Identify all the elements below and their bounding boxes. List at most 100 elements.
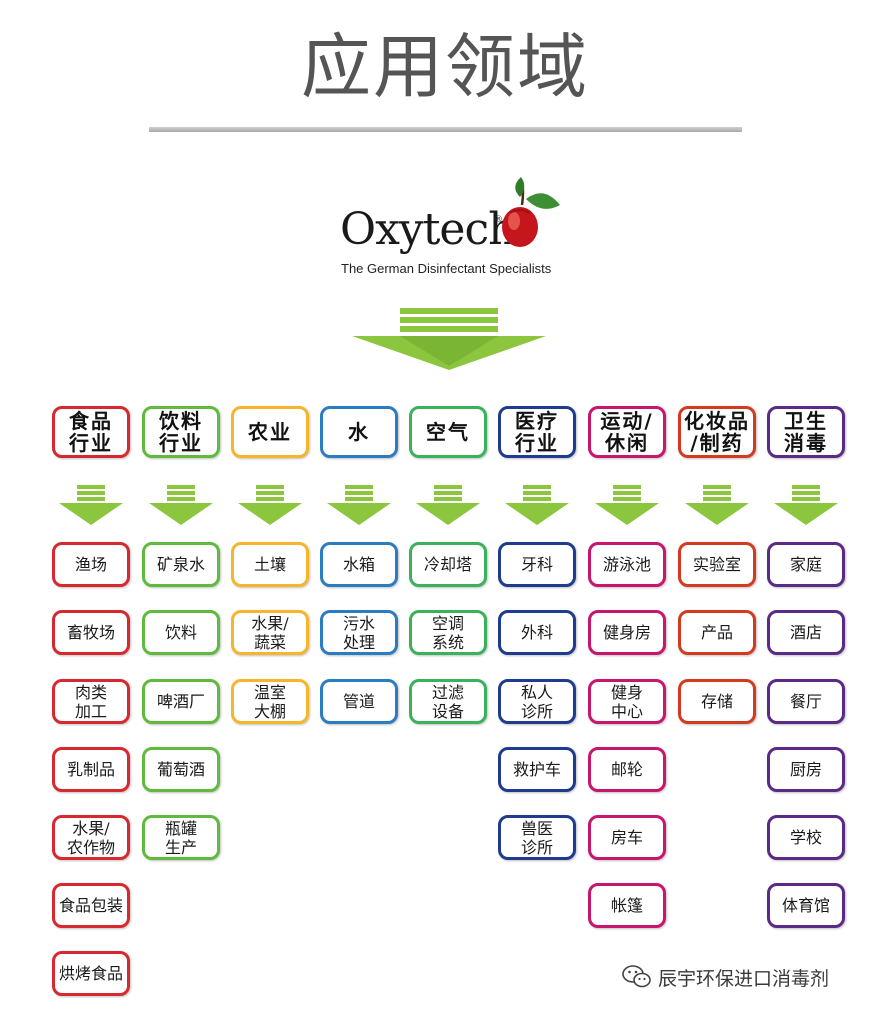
category-header-label: 空气 [426,420,470,444]
application-item: 学校 [767,815,845,860]
application-item: 矿泉水 [142,542,220,587]
application-item-label: 肉类 加工 [74,682,107,721]
application-item: 帐篷 [588,883,666,928]
application-item-label: 温室 大棚 [253,682,286,721]
application-item: 私人 诊所 [498,679,576,724]
down-arrow-icon [238,485,302,525]
application-item: 房车 [588,815,666,860]
application-item: 乳制品 [52,747,130,792]
category-header-label: 医疗 行业 [515,409,559,455]
application-item-label: 畜牧场 [66,623,115,642]
category-header: 水 [320,406,398,458]
category-header-label: 饮料 行业 [159,409,203,455]
application-item: 厨房 [767,747,845,792]
application-item-label: 存储 [700,692,733,711]
application-item-label: 学校 [789,828,822,847]
application-item-label: 家庭 [789,555,822,574]
application-item-label: 烘烤食品 [58,964,123,983]
application-item: 邮轮 [588,747,666,792]
category-header: 饮料 行业 [142,406,220,458]
application-item: 外科 [498,610,576,655]
application-item-label: 厨房 [789,760,822,779]
application-item-label: 产品 [700,623,733,642]
logo-wordmark: Oxytech [340,204,516,255]
page-title: 应用领域 [301,26,589,108]
application-item-label: 水果/ 农作物 [66,818,115,857]
big-down-arrow-icon [352,308,546,370]
application-item: 水果/ 蔬菜 [231,610,309,655]
down-arrow-icon [505,485,569,525]
category-header-label: 水 [348,420,370,444]
category-header: 化妆品 /制药 [678,406,756,458]
category-header-label: 运动/ 休闲 [600,409,654,455]
application-item: 畜牧场 [52,610,130,655]
application-item-label: 土壤 [253,555,286,574]
application-item: 空调 系统 [409,610,487,655]
application-item-label: 牙科 [520,555,553,574]
application-item-label: 渔场 [74,555,107,574]
down-arrow-icon [149,485,213,525]
application-item: 烘烤食品 [52,951,130,996]
application-item: 存储 [678,679,756,724]
application-item: 葡萄酒 [142,747,220,792]
application-item: 冷却塔 [409,542,487,587]
logo-tagline: The German Disinfectant Specialists [341,261,552,276]
category-header: 卫生 消毒 [767,406,845,458]
application-item-label: 冷却塔 [423,555,472,574]
application-item-label: 啤酒厂 [156,692,205,711]
application-item: 肉类 加工 [52,679,130,724]
watermark: 辰宇环保进口消毒剂 [622,962,829,992]
application-item-label: 体育馆 [781,896,830,915]
down-arrow-icon [327,485,391,525]
application-item-label: 外科 [520,623,553,642]
category-header: 食品 行业 [52,406,130,458]
category-header-label: 化妆品 /制药 [684,409,750,455]
application-item-label: 管道 [342,692,375,711]
application-item-label: 救护车 [512,760,561,779]
title-divider [149,127,742,132]
application-item: 管道 [320,679,398,724]
category-header-label: 食品 行业 [69,409,113,455]
application-item-label: 健身 中心 [610,682,643,721]
application-item: 过滤 设备 [409,679,487,724]
application-item: 餐厅 [767,679,845,724]
category-header-label: 卫生 消毒 [784,409,828,455]
application-item-label: 乳制品 [66,760,115,779]
application-item: 水箱 [320,542,398,587]
application-item: 体育馆 [767,883,845,928]
application-item: 家庭 [767,542,845,587]
application-item: 食品包装 [52,883,130,928]
application-item-label: 瓶罐 生产 [164,818,197,857]
application-item-label: 矿泉水 [156,555,205,574]
application-item-label: 餐厅 [789,692,822,711]
application-item: 酒店 [767,610,845,655]
category-header: 运动/ 休闲 [588,406,666,458]
application-item: 温室 大棚 [231,679,309,724]
watermark-text: 辰宇环保进口消毒剂 [658,967,830,990]
down-arrow-icon [595,485,659,525]
application-item: 健身房 [588,610,666,655]
application-item-label: 酒店 [789,623,822,642]
application-item: 游泳池 [588,542,666,587]
application-item-label: 饮料 [164,623,197,642]
application-item: 水果/ 农作物 [52,815,130,860]
application-item-label: 过滤 设备 [431,682,464,721]
category-header: 空气 [409,406,487,458]
application-item: 健身 中心 [588,679,666,724]
down-arrow-icon [774,485,838,525]
application-item-label: 游泳池 [602,555,651,574]
application-item-label: 水箱 [342,555,375,574]
application-item: 污水 处理 [320,610,398,655]
application-item: 兽医 诊所 [498,815,576,860]
application-item-label: 兽医 诊所 [520,818,553,857]
application-item: 渔场 [52,542,130,587]
category-header: 医疗 行业 [498,406,576,458]
application-item-label: 房车 [610,828,643,847]
application-item-label: 健身房 [602,623,651,642]
application-item: 瓶罐 生产 [142,815,220,860]
down-arrow-icon [59,485,123,525]
down-arrow-icon [685,485,749,525]
application-item: 产品 [678,610,756,655]
application-item-label: 葡萄酒 [156,760,205,779]
application-item-label: 水果/ 蔬菜 [251,613,289,652]
